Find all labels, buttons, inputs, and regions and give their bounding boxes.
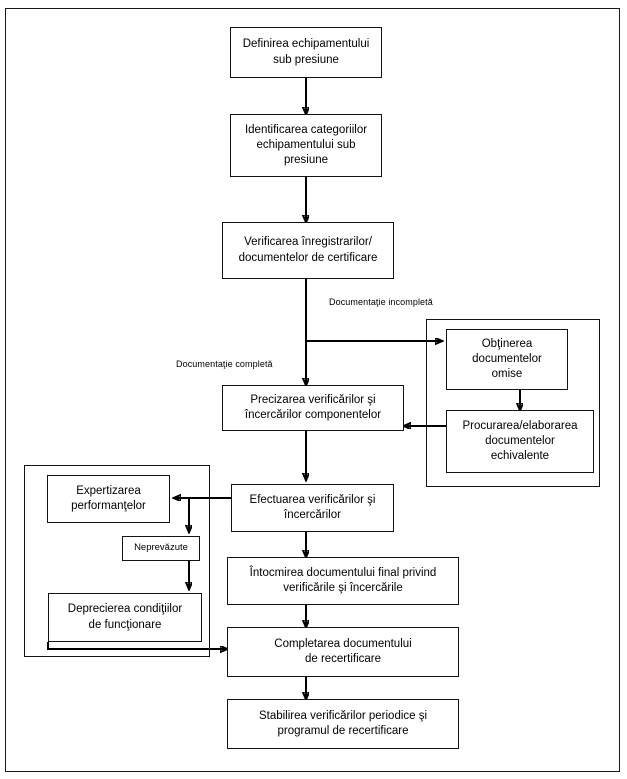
edge-label-documentatie-incompleta: Documentaţie incompletă xyxy=(329,297,433,307)
node-identificarea[interactable]: Identificarea categoriilor echipamentulu… xyxy=(230,114,382,177)
node-expertizarea[interactable]: Expertizarea performanţelor xyxy=(47,475,170,523)
node-obtinerea[interactable]: Obţinerea documentelor omise xyxy=(446,329,568,390)
edge-label-documentatie-completa: Documentaţie completă xyxy=(176,359,273,369)
node-completarea[interactable]: Completarea documentului de recertificar… xyxy=(227,627,459,677)
node-precizarea[interactable]: Precizarea verificărilor şi încercărilor… xyxy=(222,385,404,431)
node-stabilirea[interactable]: Stabilirea verificărilor periodice şi pr… xyxy=(227,699,459,749)
node-intocmirea[interactable]: Întocmirea documentului final privind ve… xyxy=(227,557,459,605)
node-procurarea[interactable]: Procurarea/elaborarea documentelor echiv… xyxy=(446,410,594,473)
diagram-border xyxy=(5,8,620,772)
node-neprevazute[interactable]: Neprevăzute xyxy=(122,536,200,561)
group-neconformitati xyxy=(24,465,210,657)
node-verificarea[interactable]: Verificarea înregistrarilor/ documentelo… xyxy=(222,222,394,279)
node-definirea[interactable]: Definirea echipamentului sub presiune xyxy=(230,27,382,78)
group-documente-lipsa xyxy=(426,319,600,487)
node-deprecierea[interactable]: Deprecierea condiţiilor de funcţionare xyxy=(48,593,202,642)
node-efectuarea[interactable]: Efectuarea verificărilor şi încercărilor xyxy=(231,484,394,532)
